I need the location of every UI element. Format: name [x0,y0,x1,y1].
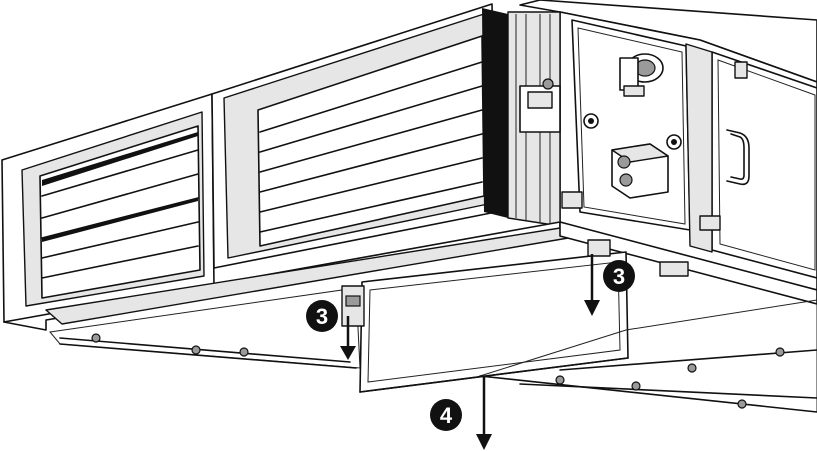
callout-number: 4 [440,403,453,428]
bottom-frame-right [479,299,817,413]
callout-4: 4 [430,399,462,431]
left-damper [1,93,215,323]
down-arrow-icon [584,254,600,316]
pressure-switch-icon [619,53,664,97]
down-arrow-icon [476,376,492,450]
callout-number: 3 [613,264,625,289]
removed-bottom-panel [359,251,629,393]
left-support-bracket [341,285,365,327]
callout-right-3: 3 [603,260,635,292]
flexible-connection [507,11,561,227]
knob-icon [666,134,682,150]
callout-left-3: 3 [306,300,338,332]
junction-box-icon [611,143,669,199]
right-support-bracket [561,191,721,277]
down-arrow-icon [340,316,356,360]
callout-number: 3 [316,304,328,329]
knob-icon [583,113,599,129]
right-damper [211,3,508,269]
